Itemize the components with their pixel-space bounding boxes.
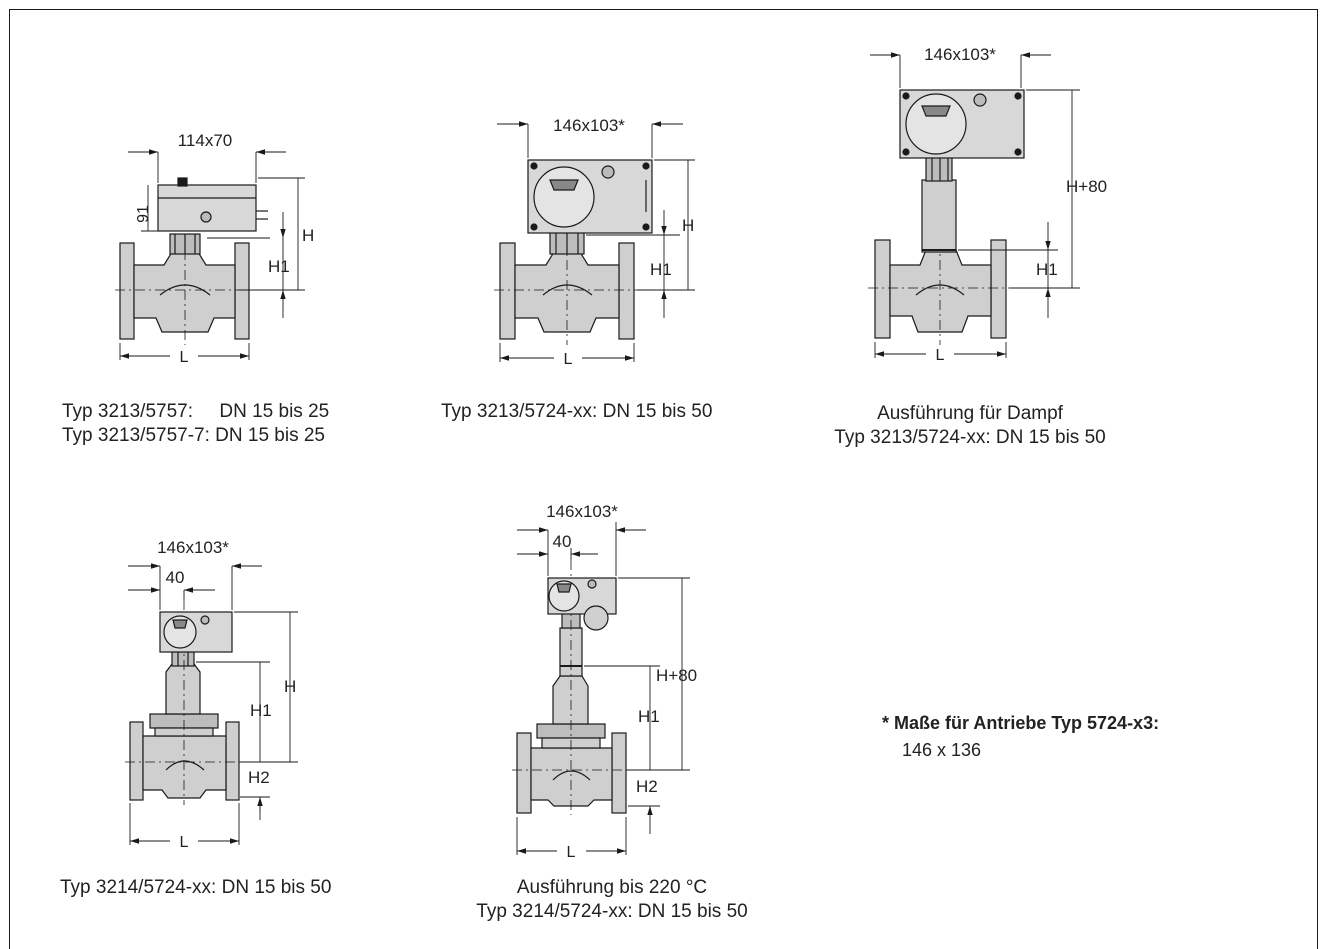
dim-width-label: 114x70: [178, 131, 233, 150]
figure-1-valve-3213-5757: [115, 149, 305, 360]
dim-h80-label: H+80: [1066, 177, 1107, 196]
dim-l-label: L: [180, 349, 189, 366]
drawing-frame: [9, 9, 1318, 949]
dim-h1-label: H1: [1036, 260, 1058, 279]
extension-tube: [921, 179, 957, 253]
valve-body: [115, 242, 260, 345]
dim-l-label: L: [180, 834, 189, 851]
dim-h-label: H: [302, 226, 314, 245]
figure-3-labels: 146x103* H+80 H1 L: [924, 45, 1107, 364]
dim-l-label: L: [936, 347, 945, 364]
figure-4-labels: 146x103* 40 H H1 H2 L: [157, 538, 296, 851]
dim-h2-label: H2: [248, 768, 270, 787]
dim-h2-label: H2: [636, 777, 658, 796]
figure-2-labels: 146x103* H H1 L: [553, 116, 694, 368]
dim-h1-label: H1: [638, 707, 660, 726]
dim-width-label: 146x103*: [924, 45, 996, 64]
actuator: [157, 184, 257, 232]
caption-line: Typ 3214/5724-xx: DN 15 bis 50: [60, 877, 332, 898]
figure-4-valve-3214-5724: [125, 563, 298, 845]
dim-h1-label: H1: [650, 260, 672, 279]
figure-3-valve-steam: [868, 52, 1080, 358]
caption-figure-4: Typ 3214/5724-xx: DN 15 bis 50: [60, 876, 331, 900]
dim-h-label: H: [682, 216, 694, 235]
footnote-value: 146 x 136: [902, 740, 982, 760]
figure-5-valve-220c: [512, 522, 690, 855]
figure-2-valve-3213-5724: [494, 121, 695, 362]
caption-figure-3: Ausführung für Dampf Typ 3213/5724-xx: D…: [810, 402, 1130, 450]
footnote-actuator-dimensions: * Maße für Antriebe Typ 5724-x3: 146 x 1…: [882, 706, 1159, 760]
dim-width-label: 146x103*: [553, 116, 625, 135]
dim-width-label: 146x103*: [157, 538, 229, 557]
caption-figure-5: Ausführung bis 220 °C Typ 3214/5724-xx: …: [447, 876, 777, 924]
figure-1-labels: 114x70 91 H H1 L: [135, 131, 314, 366]
dim-40-label: 40: [553, 532, 572, 551]
dim-l-label: L: [567, 844, 576, 861]
dim-width-label: 146x103*: [546, 502, 618, 521]
dim-h1-label: H1: [268, 257, 290, 276]
caption-line: Typ 3213/5724-xx: DN 15 bis 50: [441, 401, 713, 422]
valve-body: [868, 160, 1025, 345]
dim-height-actuator-label: 91: [135, 205, 152, 223]
caption-line: Typ 3214/5724-xx: DN 15 bis 50: [476, 901, 748, 922]
dim-h80-label: H+80: [656, 666, 697, 685]
dim-h1-label: H1: [250, 701, 272, 720]
valve-body: [494, 240, 655, 345]
caption-line: Ausführung bis 220 °C: [516, 877, 708, 898]
caption-line: Typ 3213/5757: DN 15 bis 25: [62, 401, 330, 422]
dim-h-label: H: [284, 677, 296, 696]
caption-figure-2: Typ 3213/5724-xx: DN 15 bis 50: [441, 400, 712, 424]
caption-line: Ausführung für Dampf: [877, 403, 1063, 424]
dim-l-label: L: [564, 351, 573, 368]
dim-40-label: 40: [166, 568, 185, 587]
figure-5-labels: 146x103* 40 H+80 H1 H2 L: [546, 502, 697, 861]
footnote-title: * Maße für Antriebe Typ 5724-x3:: [882, 713, 1160, 733]
caption-figure-1: Typ 3213/5757: DN 15 bis 25 Typ 3213/575…: [62, 400, 329, 448]
caption-line: Typ 3213/5724-xx: DN 15 bis 50: [834, 427, 1106, 448]
caption-line: Typ 3213/5757-7: DN 15 bis 25: [62, 425, 326, 446]
valve-body: [512, 560, 640, 815]
